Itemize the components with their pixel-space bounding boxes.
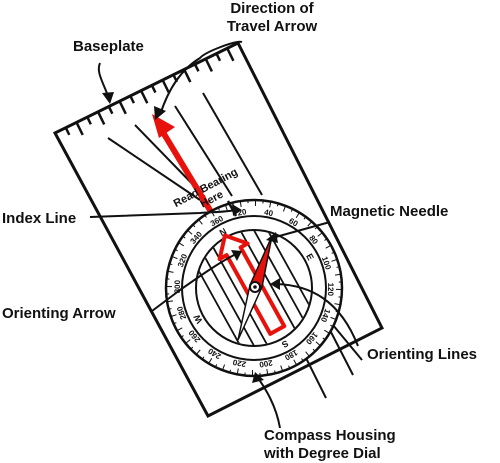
dial-tick xyxy=(204,214,207,218)
ruler-tick xyxy=(96,111,106,125)
dial-degree-label: 40 xyxy=(263,208,274,219)
direction-of-travel-label-line2: Travel Arrow xyxy=(227,18,318,35)
orienting-lines-label: Orienting Lines xyxy=(367,346,477,363)
dial-tick xyxy=(280,365,284,372)
dial-degree-label: 120 xyxy=(326,283,335,297)
compass-housing-label: Compass Housing xyxy=(264,427,396,444)
dial-tick xyxy=(174,248,178,252)
dial-tick xyxy=(334,273,341,276)
dial-tick xyxy=(315,341,321,347)
dial-tick xyxy=(274,370,276,374)
dial-degree-label: 100 xyxy=(320,255,333,271)
dial-tick xyxy=(187,229,193,235)
dial-tick xyxy=(331,251,335,254)
orienting-arrow-label: Orienting Arrow xyxy=(2,305,116,322)
dial-tick xyxy=(173,322,177,325)
dial-tick xyxy=(317,232,323,237)
dial-tick xyxy=(182,235,186,239)
magnetic-needle xyxy=(237,235,273,341)
dial-tick xyxy=(324,238,328,241)
ruler-tick xyxy=(139,90,149,104)
dial-tick xyxy=(201,356,205,360)
ruler-tick xyxy=(226,47,235,62)
dial-tick xyxy=(168,308,172,310)
dial-degree-label: 280 xyxy=(175,305,188,321)
dial-tick xyxy=(229,369,232,373)
dial-tick xyxy=(295,212,300,218)
magnetic-needle-label: Magnetic Needle xyxy=(330,203,448,220)
dial-tick xyxy=(330,324,334,328)
dial-tick xyxy=(307,221,313,227)
dial-tick xyxy=(269,201,272,208)
dial-tick xyxy=(171,255,178,260)
dial-tick xyxy=(208,358,213,364)
dial-tick xyxy=(325,244,332,249)
dial-tick xyxy=(290,208,294,212)
callout-leaders xyxy=(89,40,359,429)
ruler-tick xyxy=(215,53,222,62)
dial-tick xyxy=(266,368,269,375)
direction-of-travel-arrow xyxy=(152,114,222,228)
dial-tick xyxy=(293,359,298,366)
dial-tick xyxy=(180,335,184,338)
ruler-tick xyxy=(204,58,214,72)
dial-tick xyxy=(195,349,201,355)
dial-tick xyxy=(167,270,174,273)
orienting-arrow xyxy=(217,233,287,336)
ruler-tick xyxy=(129,95,136,104)
cardinal-n: N xyxy=(218,226,229,238)
dial-degree-label: 220 xyxy=(231,357,246,368)
dial-tick xyxy=(324,329,330,334)
dial-tick xyxy=(185,339,191,344)
index-line-label: Index Line xyxy=(2,210,76,227)
compass-housing-label-line2: with Degree Dial xyxy=(263,445,381,462)
dial-tick xyxy=(217,207,220,211)
dial-tick xyxy=(169,263,173,266)
ruler-tick xyxy=(64,127,71,136)
dial-tick xyxy=(301,358,304,362)
dial-tick xyxy=(198,219,203,225)
ruler-tick xyxy=(86,116,92,125)
direction-of-travel-label: Direction of xyxy=(230,0,314,17)
dial-tick xyxy=(322,337,326,341)
dial-degree-label: 20 xyxy=(237,207,248,217)
dial-tick xyxy=(303,216,307,220)
dial-tick xyxy=(331,258,338,262)
dial-tick xyxy=(236,368,239,375)
dial-tick xyxy=(214,364,218,368)
dial-tick xyxy=(305,351,310,357)
ruler-tick xyxy=(183,68,192,83)
dial-tick xyxy=(334,303,341,306)
ruler-tick xyxy=(118,100,127,115)
dial-tick xyxy=(312,348,316,352)
cardinal-e: E xyxy=(304,252,316,262)
dial-tick xyxy=(314,226,318,230)
baseplate-label: Baseplate xyxy=(73,38,144,55)
dial-degree-label: 300 xyxy=(173,279,182,293)
ruler-tick xyxy=(161,79,170,94)
dial-tick xyxy=(170,314,177,318)
dial-degree-label: 200 xyxy=(258,358,273,369)
dial-tick xyxy=(221,364,226,371)
dial-tick xyxy=(239,201,242,208)
dial-tick xyxy=(224,204,228,211)
callout-labels: Direction of Travel Arrow Baseplate Inde… xyxy=(2,0,477,462)
ruler-tick xyxy=(75,121,84,136)
ruler-tick xyxy=(107,105,114,115)
dial-tick xyxy=(176,327,183,332)
dial-tick xyxy=(167,300,174,303)
ruler-tick xyxy=(193,63,200,72)
ruler-tick xyxy=(150,84,157,94)
dial-tick xyxy=(276,203,279,207)
dial-tick xyxy=(330,316,337,321)
dial-tick xyxy=(336,266,340,268)
dial-tick xyxy=(178,242,184,247)
dial-tick xyxy=(282,205,287,212)
cardinal-s: S xyxy=(280,338,290,350)
dial-tick xyxy=(288,365,291,369)
dial-tick xyxy=(192,224,196,228)
dial-tick xyxy=(190,346,194,350)
